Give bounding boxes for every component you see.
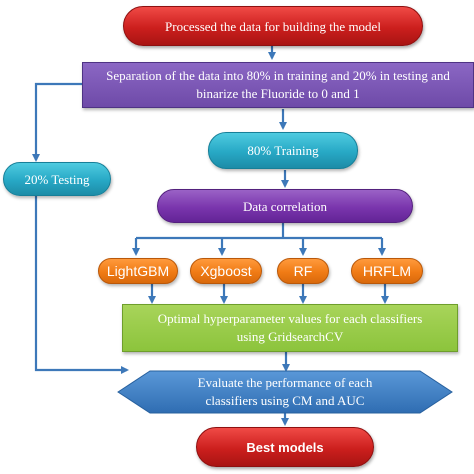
evaluate-label-line1: Evaluate the performance of each bbox=[197, 375, 373, 390]
hyperparameter-label-line1: Optimal hyperparameter values for each c… bbox=[157, 311, 423, 326]
processed-data-node: Processed the data for building the mode… bbox=[123, 6, 423, 46]
best-models-label: Best models bbox=[246, 439, 324, 455]
rf-label: RF bbox=[293, 262, 313, 279]
lightgbm-node: LightGBM bbox=[98, 258, 178, 284]
hrflm-label: HRFLM bbox=[362, 262, 412, 279]
lightgbm-label: LightGBM bbox=[106, 262, 170, 279]
testing-node: 20% Testing bbox=[3, 162, 111, 196]
best-models-node: Best models bbox=[196, 427, 374, 467]
xgboost-node: Xgboost bbox=[190, 258, 262, 284]
evaluate-node: Evaluate the performance of each classif… bbox=[150, 374, 420, 410]
separation-label-line1: Separation of the data into 80% in train… bbox=[106, 68, 450, 83]
separation-label-line2: binarize the Fluoride to 0 and 1 bbox=[196, 86, 360, 101]
xgboost-label: Xgboost bbox=[200, 262, 252, 279]
arrow-separation-to-testing bbox=[32, 82, 82, 162]
rf-node: RF bbox=[277, 258, 329, 284]
training-label: 80% Training bbox=[247, 143, 319, 158]
evaluate-label-line2: classifiers using CM and AUC bbox=[205, 393, 365, 408]
processed-data-label: Processed the data for building the mode… bbox=[165, 18, 381, 34]
evaluate-hexagon-shape bbox=[117, 370, 453, 414]
separation-node: Separation of the data into 80% in train… bbox=[82, 62, 474, 108]
data-correlation-node: Data correlation bbox=[157, 189, 413, 223]
hyperparameter-label-line2: using GridsearchCV bbox=[236, 329, 344, 344]
testing-label: 20% Testing bbox=[24, 171, 90, 187]
training-node: 80% Training bbox=[208, 132, 358, 169]
hrflm-node: HRFLM bbox=[351, 258, 423, 284]
data-correlation-label: Data correlation bbox=[242, 198, 328, 214]
hyperparameter-node: Optimal hyperparameter values for each c… bbox=[122, 304, 458, 352]
arrow-testing-to-evaluate bbox=[34, 196, 129, 374]
